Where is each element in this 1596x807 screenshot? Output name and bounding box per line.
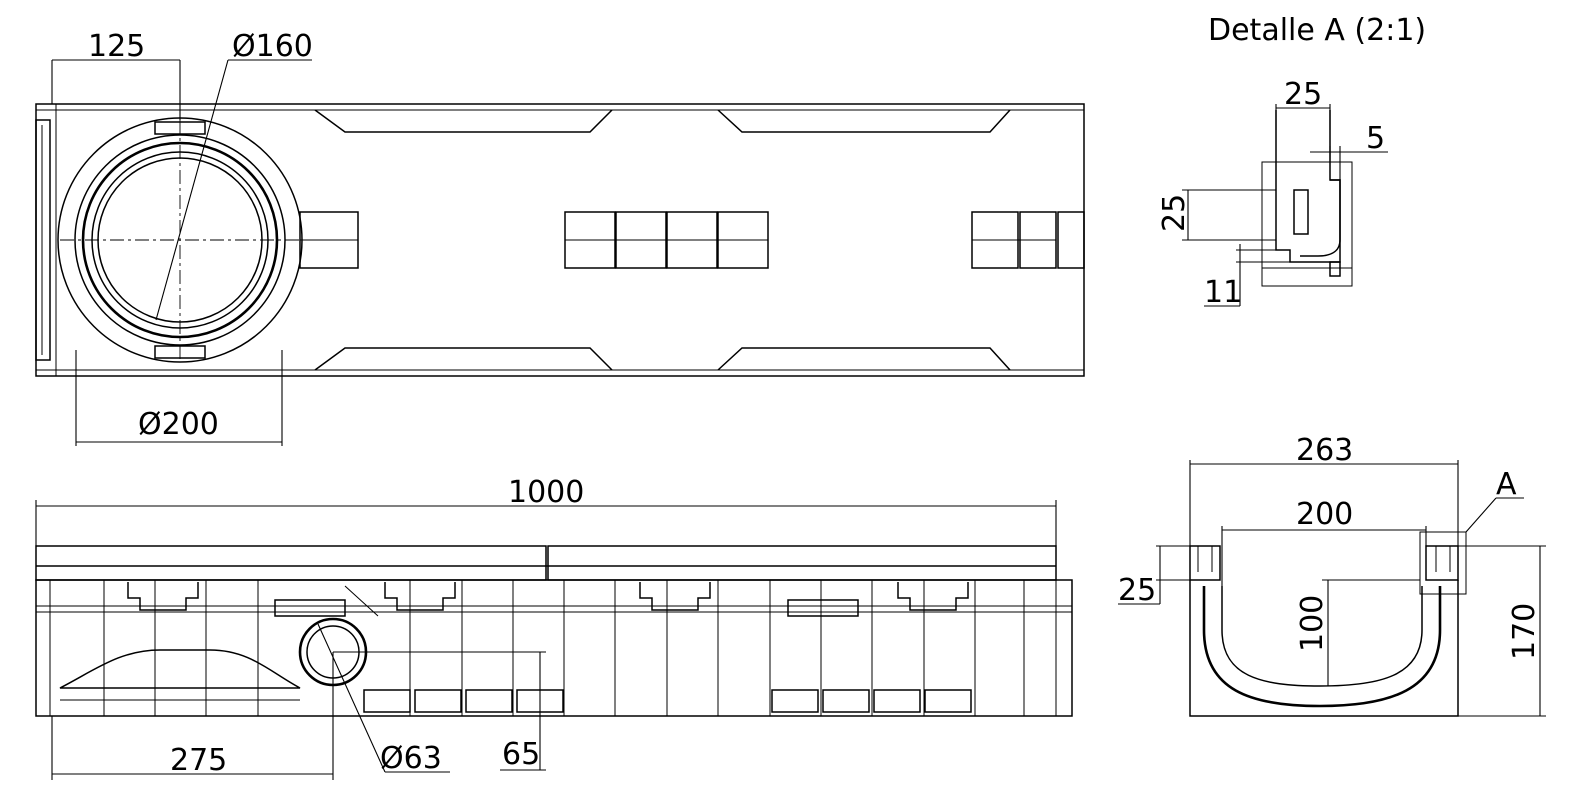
dim-outer-width: 263 [1296, 433, 1353, 468]
dim-outlet-diameter: Ø160 [232, 29, 313, 64]
dim-inner-width: 200 [1296, 497, 1353, 532]
detail-dim-width: 25 [1284, 77, 1322, 112]
detail-dim-height: 25 [1157, 194, 1192, 232]
detail-view: Detalle A (2:1) [1208, 13, 1426, 287]
detail-title: Detalle A (2:1) [1208, 13, 1426, 48]
side-view [35, 545, 1073, 717]
detail-dimensions: 25 5 25 11 [1157, 77, 1388, 310]
dim-socket-diameter: Ø200 [138, 407, 219, 442]
dim-length: 1000 [508, 475, 584, 510]
dim-drain-height: 65 [502, 737, 540, 772]
dim-drain-position: 275 [170, 743, 227, 778]
dim-drain-diameter: Ø63 [380, 741, 442, 776]
top-view-dimensions: 125 Ø160 Ø200 [51, 29, 313, 446]
detail-dim-lip: 11 [1204, 275, 1242, 310]
top-view [35, 70, 1085, 377]
detail-dim-edge: 5 [1366, 121, 1385, 156]
detail-marker: A [1496, 467, 1517, 502]
section-dimensions: 263 200 A 25 100 170 [1118, 433, 1546, 717]
section-view [1189, 531, 1467, 717]
dim-offset: 125 [88, 29, 145, 64]
side-view-dimensions: 1000 275 Ø63 65 [35, 475, 1057, 780]
dim-channel-depth: 100 [1295, 595, 1330, 652]
dim-rim-height: 25 [1118, 573, 1156, 608]
center-grid [564, 211, 1057, 269]
dim-total-height: 170 [1507, 603, 1542, 660]
